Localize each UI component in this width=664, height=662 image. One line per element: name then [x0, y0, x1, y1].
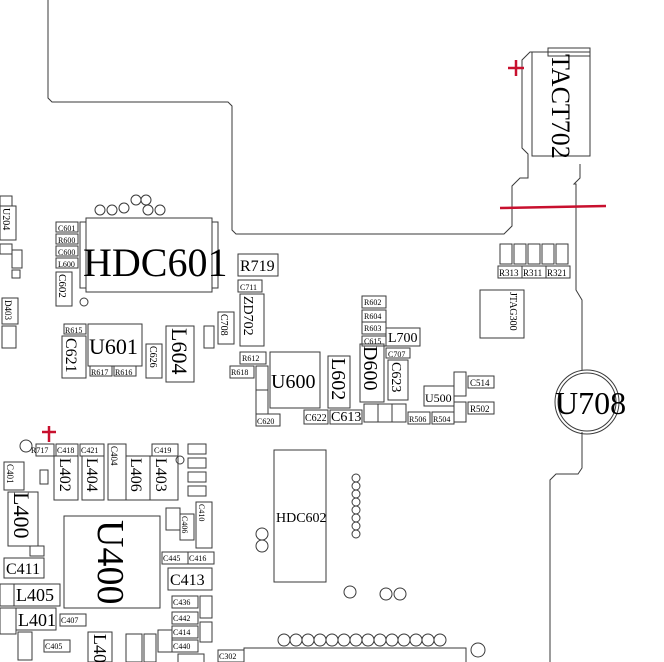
r719-label: R719 [240, 258, 275, 275]
l402-label: L402 [56, 458, 73, 492]
c445-label: C445 [163, 554, 180, 563]
r612-label: R612 [242, 354, 259, 363]
c302-label: C302 [219, 652, 236, 661]
c623-label: C623 [388, 362, 403, 392]
l600-label: L600 [58, 260, 75, 269]
u601-label: U601 [89, 334, 138, 359]
c414-label: C414 [173, 628, 190, 637]
c405-label: C405 [45, 642, 62, 651]
c622-label: C622 [305, 413, 327, 424]
c621-label: C621 [62, 338, 79, 373]
l602-label: L602 [327, 358, 349, 400]
r504-label: R504 [433, 415, 450, 424]
c418-label: C418 [57, 446, 74, 455]
r506-label: R506 [409, 415, 426, 424]
board-outline [47, 0, 548, 235]
hdc602-label: HDC602 [276, 511, 327, 526]
jtag300-body [479, 289, 525, 339]
r604-label: R604 [364, 312, 381, 321]
u708-body [554, 369, 620, 435]
c708-label: C708 [218, 314, 229, 336]
r717-label: R717 [31, 446, 48, 455]
l604-label: L604 [167, 328, 192, 374]
u600-label: U600 [271, 371, 315, 393]
c413-label: C413 [170, 572, 205, 589]
c416-label: C416 [189, 554, 206, 563]
c626-label: C626 [147, 346, 158, 368]
l405-label: L405 [16, 585, 54, 605]
l403-label: L403 [152, 458, 169, 492]
jtag300-label: JTAG300 [507, 292, 518, 331]
board-outline-right [549, 164, 583, 662]
r600-label: R600 [58, 236, 75, 245]
l400-label: L400 [9, 492, 34, 538]
r615-label: R615 [65, 326, 82, 335]
l40x-label: L40 [90, 634, 110, 662]
c613-label: C613 [331, 410, 361, 425]
r617-label: R617 [91, 368, 108, 377]
c407-label: C407 [61, 616, 78, 625]
c620-label: C620 [257, 417, 274, 426]
c421-label: C421 [81, 446, 98, 455]
tact702-label: TACT702 [546, 54, 575, 159]
tact702-body [531, 51, 591, 157]
c514-label: C514 [470, 378, 490, 388]
c436-label: C436 [173, 598, 190, 607]
l700-label: L700 [388, 331, 418, 346]
r311-label: R311 [523, 268, 542, 278]
u500-label: U500 [425, 391, 452, 405]
u708-label: U708 [555, 385, 626, 421]
r321-label: R321 [547, 268, 567, 278]
u400-body [63, 515, 161, 609]
u204-label: U204 [0, 208, 11, 230]
c410-label: C410 [197, 504, 206, 521]
c707-label: C707 [388, 350, 405, 359]
r313-label: R313 [499, 268, 519, 278]
zd702-label: ZD702 [240, 296, 255, 336]
c615-label: C615 [364, 337, 381, 346]
c401-label: C401 [5, 464, 15, 484]
hdc601-label: HDC601 [83, 240, 227, 285]
c601-label: C601 [58, 224, 75, 233]
c406-label: C406 [180, 516, 189, 533]
c440-label: C440 [173, 642, 190, 651]
l406-label: L406 [127, 458, 144, 492]
hdc602-body [273, 449, 327, 583]
l404-label: L404 [83, 458, 100, 492]
r616-label: R616 [115, 368, 132, 377]
r502-label: R502 [470, 404, 490, 414]
r603-label: R603 [364, 324, 381, 333]
c602-label: C602 [56, 274, 68, 298]
d600-label: D600 [359, 346, 381, 390]
c442-label: C442 [173, 614, 190, 623]
c404-label: C404 [109, 446, 119, 466]
c411-label: C411 [6, 561, 40, 578]
c419-label: C419 [154, 446, 171, 455]
u400-label: U400 [89, 520, 131, 604]
c600-label: C600 [58, 248, 75, 257]
l401-label: L401 [18, 610, 56, 630]
r618-label: R618 [231, 368, 248, 377]
red-marker-line [499, 204, 607, 210]
d403-label: D403 [3, 300, 13, 320]
r602-label: R602 [364, 298, 381, 307]
c711-label: C711 [240, 283, 257, 292]
